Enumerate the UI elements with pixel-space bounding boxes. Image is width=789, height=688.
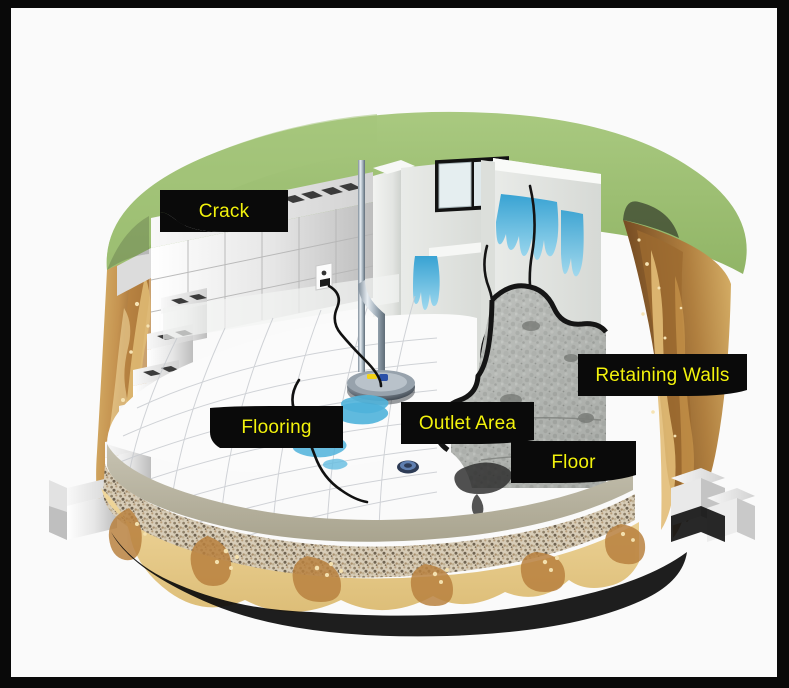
basement-cutaway-illustration: [49, 111, 755, 637]
callout-label-text: Retaining Walls: [595, 364, 730, 386]
illustration-frame: Crack Retaining Walls Flooring Outlet Ar…: [11, 8, 777, 677]
electrical-outlet: [315, 262, 333, 291]
callout-label-text: Flooring: [241, 416, 312, 438]
callout-crack[interactable]: Crack: [160, 190, 288, 232]
discharge-pipe-vertical: [358, 160, 365, 372]
callout-label-text: Floor: [551, 451, 596, 473]
callout-plate: [160, 190, 288, 232]
illustration-stage: Crack Retaining Walls Flooring Outlet Ar…: [11, 8, 777, 677]
water-seepage-left: [413, 256, 440, 310]
stone-wall-edge: [490, 283, 608, 334]
gravel-band: [103, 464, 635, 578]
pump-power-cord: [327, 284, 383, 388]
block-step-lowest: [49, 476, 117, 540]
outlet-plug: [320, 278, 330, 287]
sump-indicator-blue: [379, 374, 388, 381]
floor-drain: [397, 460, 419, 474]
discharge-pipe-elbow: [358, 280, 385, 372]
floor-cord: [291, 378, 369, 504]
base-shadow: [111, 532, 687, 637]
sump-pump-assembly: [291, 160, 415, 504]
callout-plate: [511, 441, 636, 483]
callout-flooring[interactable]: Flooring: [210, 406, 343, 448]
callout-outlet-area[interactable]: Outlet Area: [401, 402, 534, 444]
callout-plate: [210, 406, 343, 448]
sump-indicator-yellow: [367, 374, 377, 379]
callout-plate: [578, 354, 747, 396]
callout-floor[interactable]: Floor: [511, 441, 636, 483]
callout-label-text: Crack: [198, 200, 250, 222]
sand-base: [101, 488, 639, 612]
foundation-base: [101, 444, 687, 637]
callout-plate: [401, 402, 534, 444]
slab-edge: [107, 444, 633, 542]
callout-retaining-walls[interactable]: Retaining Walls: [578, 354, 747, 396]
floor-water-patch-right: [454, 462, 512, 517]
block-wall-right: [671, 468, 755, 542]
water-seepage-right: [496, 194, 559, 260]
callout-label-text: Outlet Area: [418, 412, 517, 434]
